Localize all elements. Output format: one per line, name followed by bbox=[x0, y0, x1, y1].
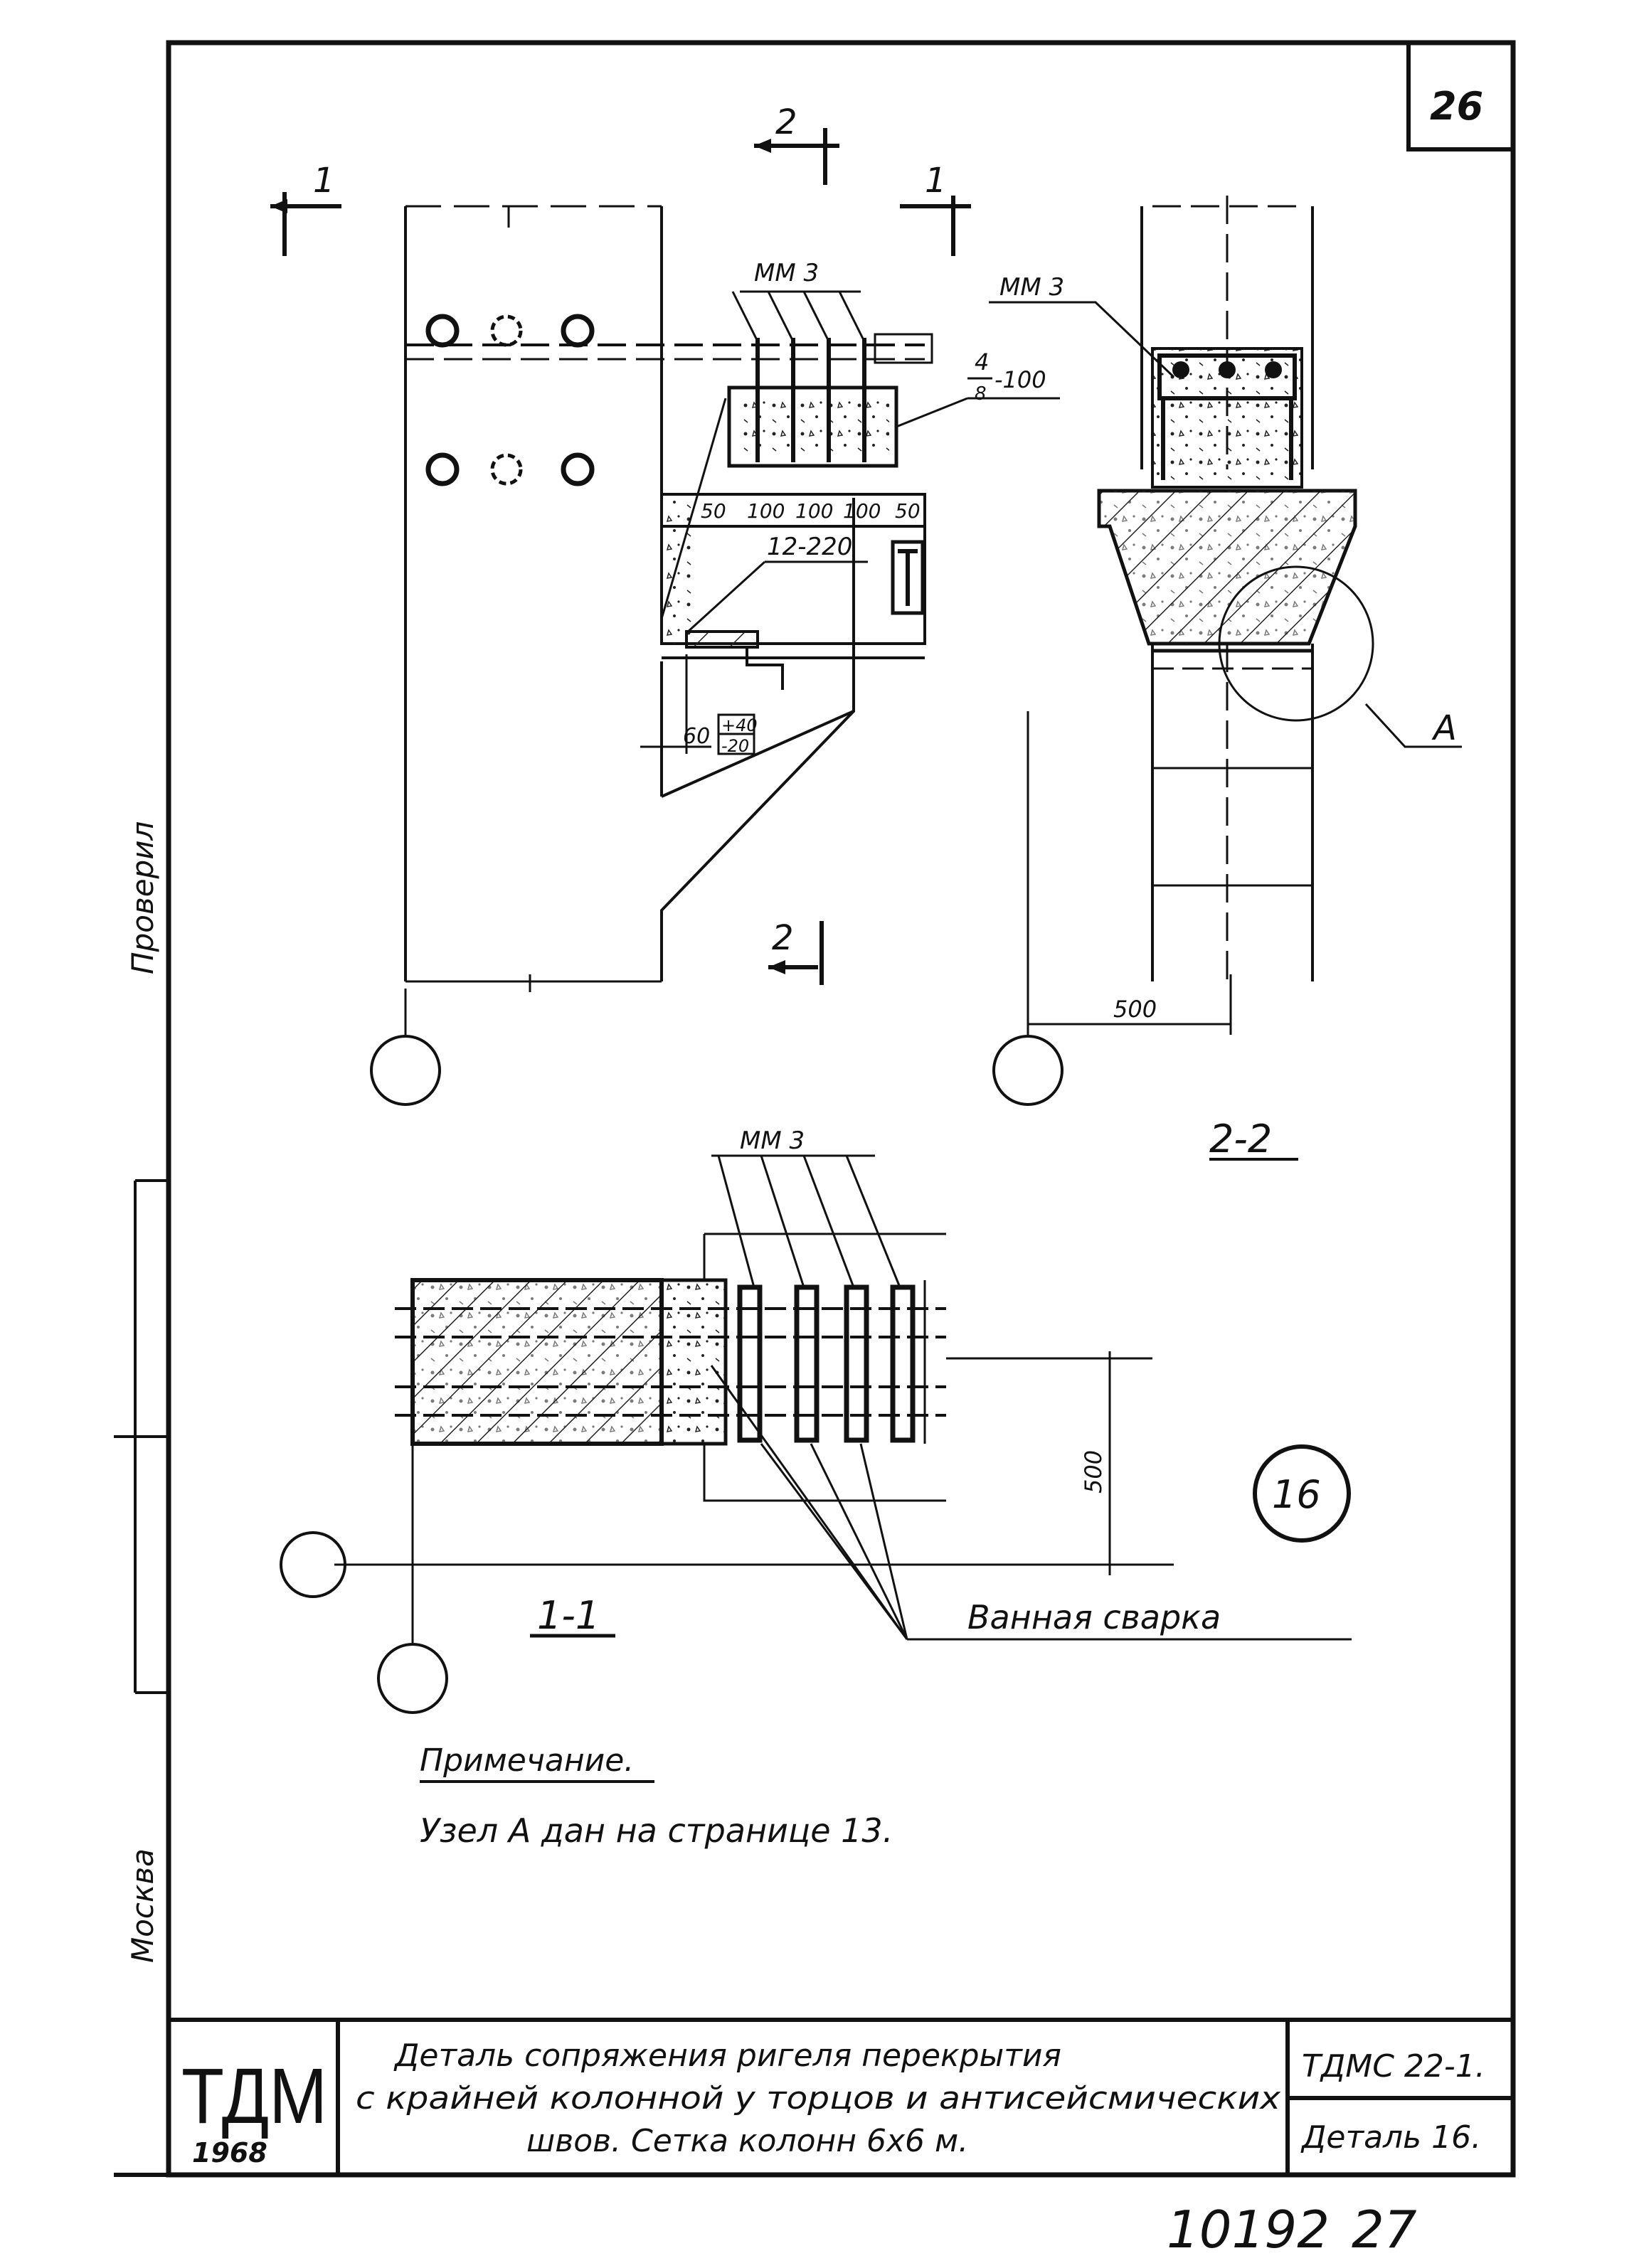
elevation-bars-callout: ММ 3 bbox=[754, 259, 819, 287]
section-2-2-view bbox=[989, 196, 1462, 1161]
plate-label: 12-220 bbox=[767, 533, 852, 561]
archive-number: 10192 bbox=[1167, 2200, 1330, 2259]
elevation-view bbox=[270, 128, 1060, 1106]
section-1-1-bars-callout: ММ 3 bbox=[740, 1127, 805, 1155]
org-logo: ТДМ bbox=[181, 2053, 327, 2140]
section-1-1-view bbox=[280, 1154, 1352, 1714]
detail-badge: 16 bbox=[1272, 1472, 1321, 1517]
series-code: ТДМС 22-1. bbox=[1302, 2048, 1485, 2085]
page-number: 26 bbox=[1430, 84, 1483, 129]
bottom-dim: 60 bbox=[683, 724, 710, 749]
tolerance-minus: -20 bbox=[721, 736, 749, 756]
section-mark-right: 1 bbox=[925, 161, 947, 201]
section-mark-left: 1 bbox=[313, 161, 335, 201]
svg-text:50: 50 bbox=[895, 499, 921, 523]
section-mark-top: 2 bbox=[775, 102, 797, 142]
checked-by-label: Проверил bbox=[125, 821, 160, 974]
title-block bbox=[169, 2018, 1513, 2175]
left-margin-strips bbox=[114, 1179, 169, 1694]
svg-text:50: 50 bbox=[701, 499, 726, 523]
section-2-2-bars-callout: ММ 3 bbox=[999, 273, 1064, 302]
note-text: Узел А дан на странице 13. bbox=[420, 1811, 893, 1850]
section-2-2-label: 2-2 bbox=[1209, 1117, 1272, 1161]
svg-text:100: 100 bbox=[747, 499, 785, 523]
slope-denominator: 8 bbox=[975, 383, 987, 405]
section-mark-bottom: 2 bbox=[772, 918, 794, 958]
title-block-year: 1968 bbox=[192, 2137, 267, 2168]
detail-badge-circle bbox=[1253, 1444, 1351, 1543]
city-label: Москва bbox=[125, 1848, 160, 1963]
svg-text:100: 100 bbox=[795, 499, 833, 523]
slope-callout: -100 bbox=[994, 366, 1046, 393]
title-line-2: с крайней колонной у торцов и антисейсми… bbox=[356, 2080, 1281, 2117]
sheet-index: 27 bbox=[1352, 2200, 1417, 2259]
title-line-3: швов. Сетка колонн 6х6 м. bbox=[526, 2123, 968, 2159]
page-number-box bbox=[1406, 41, 1515, 151]
bar-spacing-dims: 50 100 100 100 50 bbox=[701, 499, 921, 523]
section-1-1-height-dim: 500 bbox=[1080, 1450, 1107, 1494]
section-1-1-label: 1-1 bbox=[537, 1593, 600, 1638]
svg-text:100: 100 bbox=[843, 499, 881, 523]
tolerance-plus: +40 bbox=[721, 715, 758, 735]
note-heading: Примечание. bbox=[420, 1742, 634, 1779]
weld-label: Ванная сварка bbox=[967, 1598, 1221, 1636]
detail-code: Деталь 16. bbox=[1300, 2119, 1481, 2156]
sheet-frame bbox=[114, 40, 1516, 2178]
section-2-2-width-dim: 500 bbox=[1113, 996, 1157, 1023]
title-line-1: Деталь сопряжения ригеля перекрытия bbox=[393, 2038, 1061, 2074]
slope-numerator: 4 bbox=[975, 348, 989, 376]
node-label: А bbox=[1431, 708, 1457, 748]
